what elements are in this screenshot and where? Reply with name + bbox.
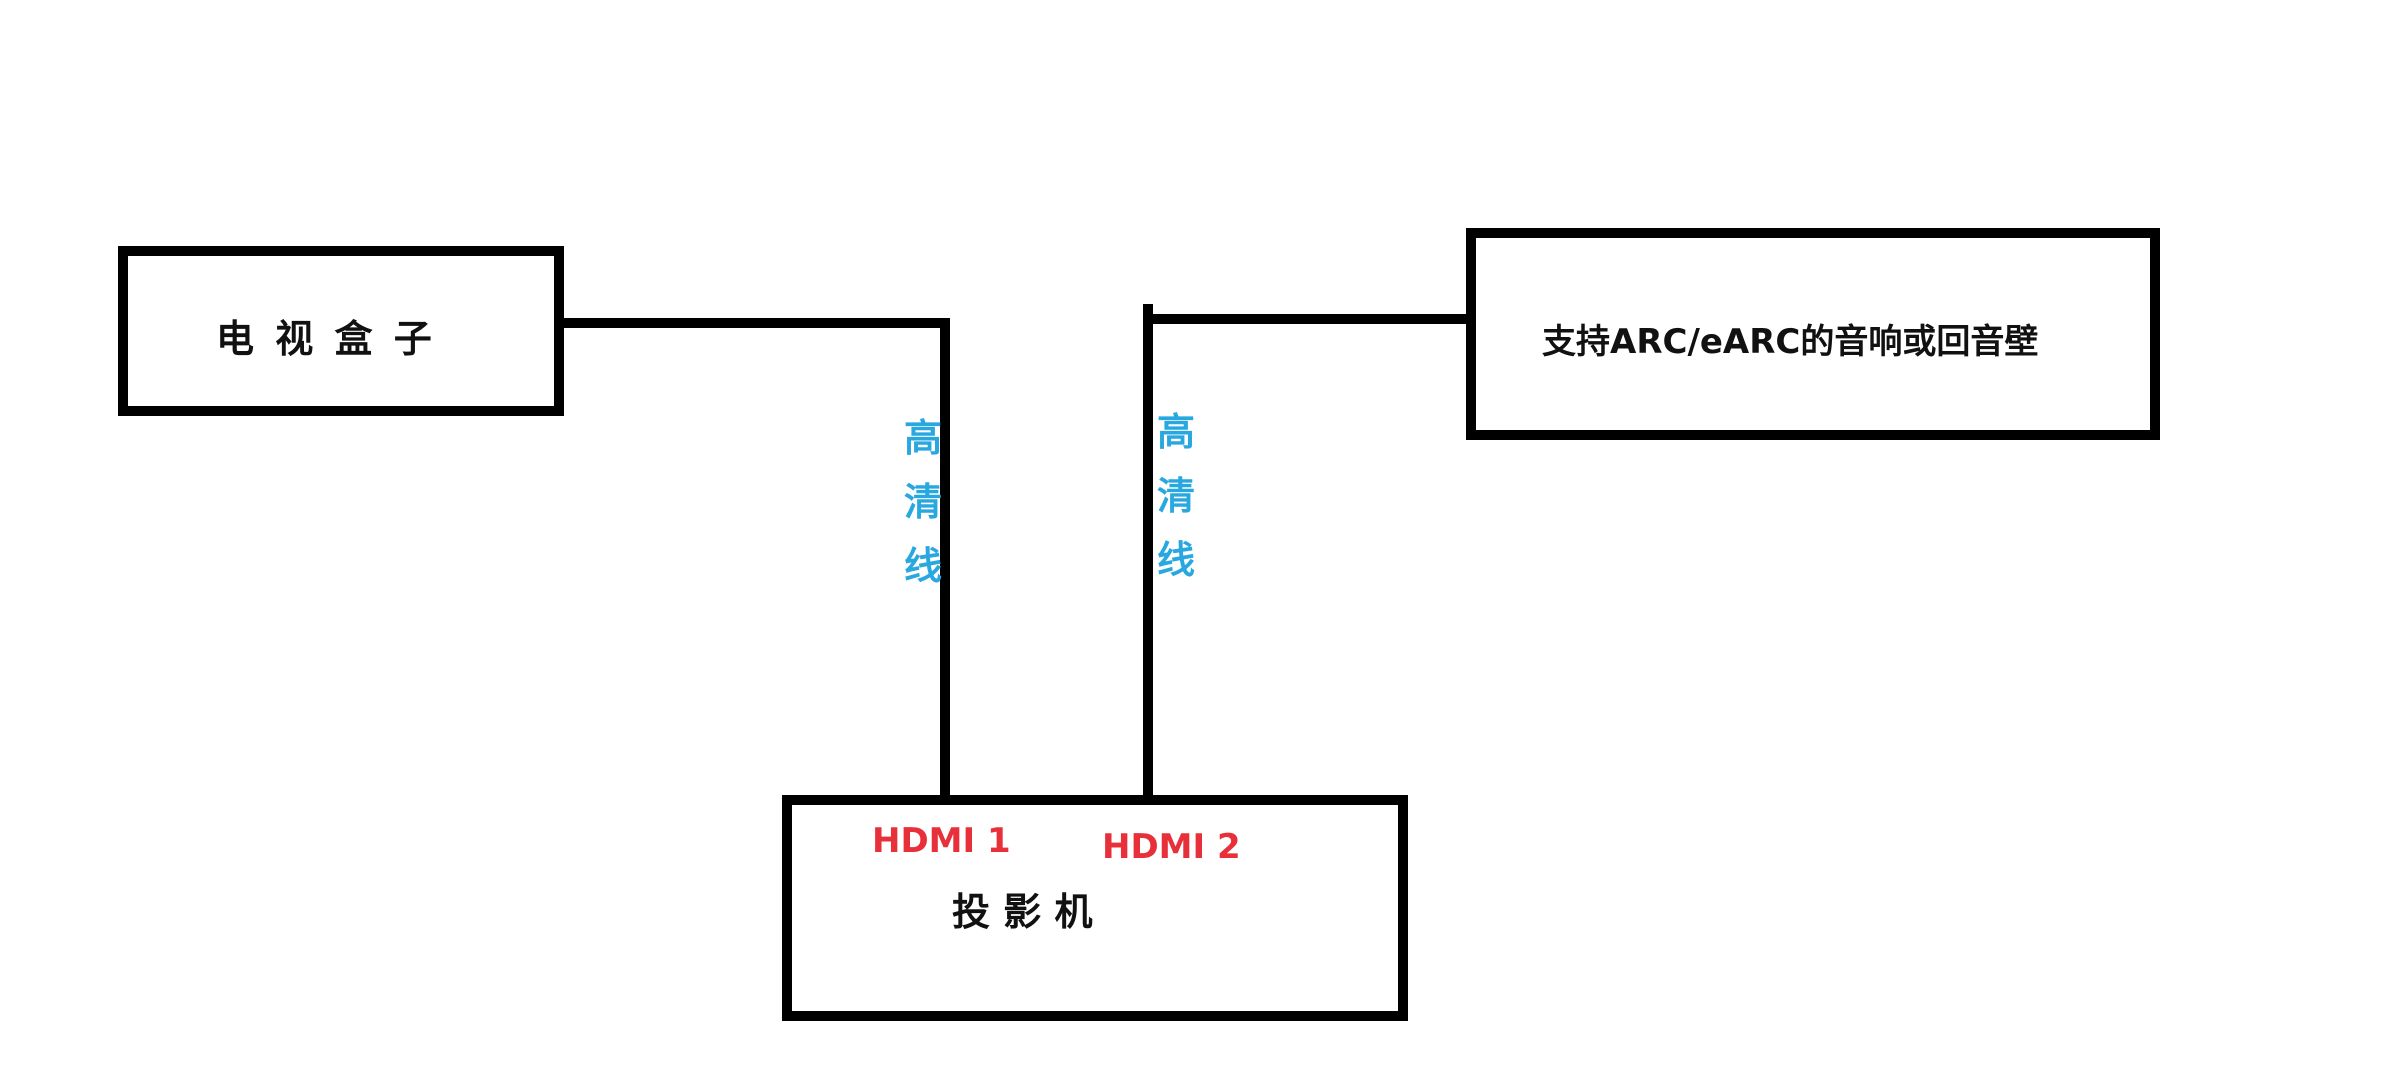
right-cable-horizontal [1143, 314, 1468, 324]
projector-node: HDMI 1 HDMI 2 投 影 机 [782, 795, 1408, 1021]
left-cable-horizontal [564, 318, 950, 328]
projector-label: 投 影 机 [952, 890, 1093, 934]
right-cable-vertical [1143, 304, 1153, 798]
soundbar-node: 支持ARC/eARC的音响或回音壁 [1466, 228, 2160, 440]
hdmi1-port-label: HDMI 1 [872, 821, 1011, 861]
hdmi2-port-label: HDMI 2 [1102, 827, 1241, 867]
tv-box-label: 电 视 盒 子 [216, 317, 436, 361]
right-cable-label: 高清线 [1156, 410, 1195, 582]
tv-box-node: 电 视 盒 子 [118, 246, 564, 416]
left-cable-vertical [940, 318, 950, 798]
soundbar-label: 支持ARC/eARC的音响或回音壁 [1542, 322, 2039, 362]
left-cable-label: 高清线 [903, 416, 942, 588]
